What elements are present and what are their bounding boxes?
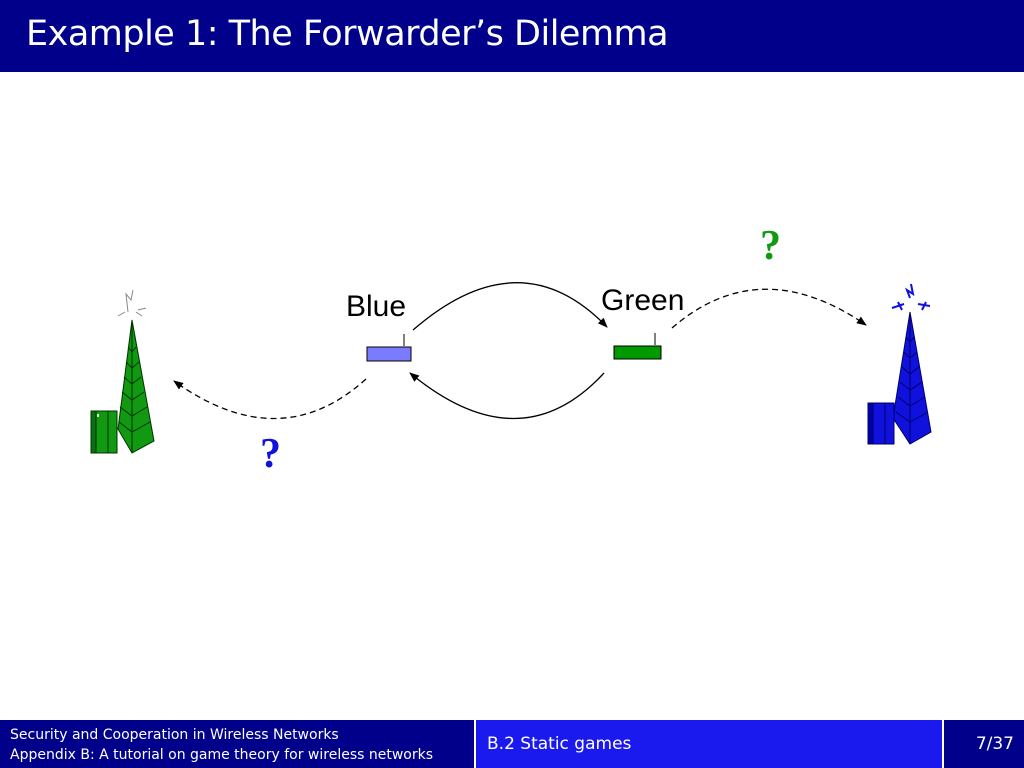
footer: Security and Cooperation in Wireless Net…	[0, 720, 1024, 768]
question-mark-right: ?	[760, 223, 781, 269]
arrow-green-to-blue	[409, 372, 605, 420]
diagram-canvas	[90, 282, 932, 454]
blue-node-device	[366, 334, 412, 362]
footer-course-title: Security and Cooperation in Wireless Net…	[10, 727, 339, 743]
slide-title: Example 1: The Forwarder’s Dilemma	[26, 14, 669, 54]
green-tower-icon	[90, 289, 155, 454]
footer-section-label: B.2 Static games	[487, 734, 632, 754]
blue-tower-icon	[867, 283, 932, 445]
green-node-label: Green	[601, 284, 685, 317]
footer-section: B.2 Static games	[476, 720, 942, 768]
arrow-blue-to-green	[412, 282, 608, 331]
footer-course-subtitle: Appendix B: A tutorial on game theory fo…	[10, 747, 434, 763]
footer-page-number: 7/37	[975, 734, 1014, 754]
footer-page: 7/37	[944, 720, 1024, 768]
title-bar: Example 1: The Forwarder’s Dilemma	[0, 0, 1024, 72]
dashed-arrow-to-blue-tower	[671, 288, 867, 329]
green-node-device	[613, 333, 662, 360]
footer-course-info: Security and Cooperation in Wireless Net…	[0, 720, 474, 768]
dashed-arrow-to-green-tower	[173, 378, 367, 420]
blue-node-label: Blue	[346, 290, 407, 323]
diagram: Blue Green ? ?	[0, 72, 1024, 720]
question-mark-left: ?	[260, 431, 281, 477]
